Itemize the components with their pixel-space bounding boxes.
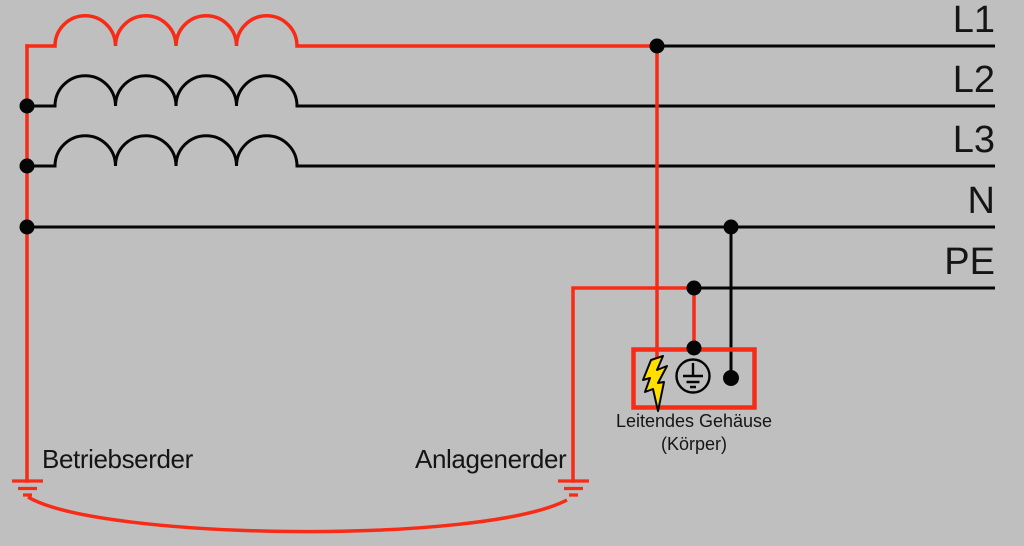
junction-dot-pe-tap [686,280,702,296]
line-label-n: N [967,180,995,222]
earth-return-path [27,495,568,534]
junction-dot-l3-star [19,158,35,174]
junction-dot-n-tap [723,219,739,235]
junction-dot-n-star [19,219,35,235]
operational-earth-ground-icon [12,479,43,497]
line-label-pe: PE [944,241,995,283]
operational-earth-label: Betriebserder [42,444,193,474]
l3-winding-and-line [27,134,995,168]
lightning-bolt-icon [642,355,668,412]
pe-red-segment-and-installation-earth-conductor [571,286,696,483]
junction-dot-l1-fault-tap [649,38,665,54]
installation-earth-ground-icon [558,479,589,497]
line-label-l3: L3 [952,119,995,161]
installation-earth-label: Anlagenerder [415,444,567,474]
enclosure-caption-line2: (Körper) [660,434,727,454]
line-label-l2: L2 [952,59,995,101]
l2-winding-and-line [27,74,995,108]
junction-dot-l2-star [19,98,35,114]
l1-winding-and-red-segment [25,14,659,48]
line-label-l1: L1 [952,0,995,41]
junction-dot-enclosure-pe [686,340,702,356]
junction-dot-enclosure-n [723,370,739,386]
protective-earth-icon [675,358,711,394]
enclosure-caption-line1: Leitendes Gehäuse [615,411,773,431]
